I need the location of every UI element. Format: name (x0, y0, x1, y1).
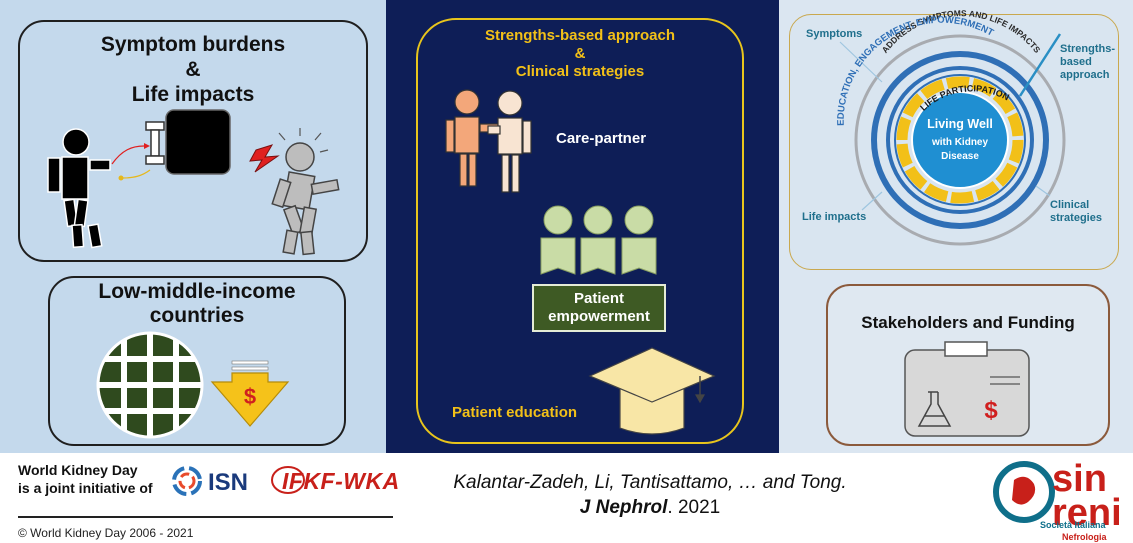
ifkf-logo-text: IFKF-WKA (282, 468, 400, 494)
care-partner-illustration (445, 89, 716, 435)
footer-divider (18, 516, 393, 518)
living-well-wheel: ADDRESS SYMPTOMS AND LIFE IMPACTS EDUCAT… (802, 8, 1118, 246)
patient-education-label: Patient education (452, 404, 578, 421)
care-partner-label: Care-partner (556, 130, 647, 147)
sin-subtitle-1: Società Italiana (1040, 520, 1106, 530)
lightning-icon (249, 144, 280, 173)
wheel-label-symptoms: Symptoms (806, 28, 862, 40)
flask-icon (917, 391, 952, 427)
strengths-approach-title: Strengths-based approach (484, 27, 676, 44)
screen-icon (165, 109, 231, 175)
svg-text:Clinical strategies: Clinical strategies (1050, 199, 1102, 224)
middle-panel (386, 0, 779, 453)
globe-icon (96, 331, 204, 439)
clipboard-icon (904, 341, 1030, 437)
symptom-burdens-title: Symptom burdens (100, 33, 286, 56)
ifkf-logo-icon (271, 466, 305, 494)
patients-group-icon (540, 205, 657, 275)
pain-figure-icon (271, 142, 340, 256)
wheel-label-strengths: Strengths- based approach (1060, 43, 1118, 81)
strengths-ampersand: & (574, 45, 586, 62)
wheel-center-line3: Disease (941, 151, 979, 162)
patient-empowerment-label-line1: Patient (573, 290, 624, 307)
citation-journal-name: J Nephrol (579, 497, 668, 518)
strengths-approach-box (416, 18, 744, 444)
wkd-label-line2: is a joint initiative of (18, 480, 153, 496)
citation-year: . 2021 (667, 497, 721, 518)
patient-empowerment-box (532, 284, 666, 332)
svg-text:Strengths- based a: Strengths- based approach (1060, 43, 1118, 81)
arrow-gold-icon (121, 169, 151, 179)
symptom-ampersand: & (185, 58, 201, 81)
lmic-illustration: $ (96, 331, 290, 439)
wkd-label-line1: World Kidney Day (18, 462, 138, 478)
funding-dollar-sign: $ (984, 397, 998, 424)
graduation-cap-icon (588, 347, 716, 435)
patient-empowerment-label-line2: empowerment (548, 308, 650, 325)
declining-money-icon (210, 360, 290, 427)
stakeholders-title: Stakeholders and Funding (861, 313, 1075, 332)
symptom-illustration (47, 109, 340, 256)
pain-rays-icon (278, 128, 329, 153)
clinical-strategies-title: Clinical strategies (515, 63, 645, 80)
citation-journal: J Nephrol. 2021 (420, 497, 880, 519)
symptom-burdens-box (18, 20, 368, 262)
isn-logo-icon (172, 466, 202, 496)
lmic-title: Low-middle-income countries (98, 280, 296, 327)
wheel-center-line1: Living Well (927, 117, 993, 131)
citation-authors: Kalantar-Zadeh, Li, Tantisattamo, … and … (453, 472, 847, 493)
wheel-center-line2: with Kidney (931, 137, 989, 148)
care-partner-icon (445, 89, 532, 193)
wheel-label-clinical: Clinical strategies (1050, 199, 1102, 224)
isn-logo-text: ISN (208, 469, 249, 496)
person-figure-icon (47, 128, 111, 249)
stakeholders-illustration: $ (904, 341, 1030, 437)
lmic-dollar-sign: $ (244, 384, 256, 409)
dumbbell-icon (145, 121, 165, 165)
lmic-box (48, 276, 346, 446)
life-impacts-title: Life impacts (131, 83, 255, 106)
arrow-red-icon (111, 145, 145, 165)
sin-logo-icon (993, 461, 1055, 523)
sin-subtitle-2: Nefrologia (1062, 532, 1107, 542)
wheel-label-life-impacts: Life impacts (802, 211, 866, 223)
copyright-text: © World Kidney Day 2006 - 2021 (18, 526, 194, 540)
